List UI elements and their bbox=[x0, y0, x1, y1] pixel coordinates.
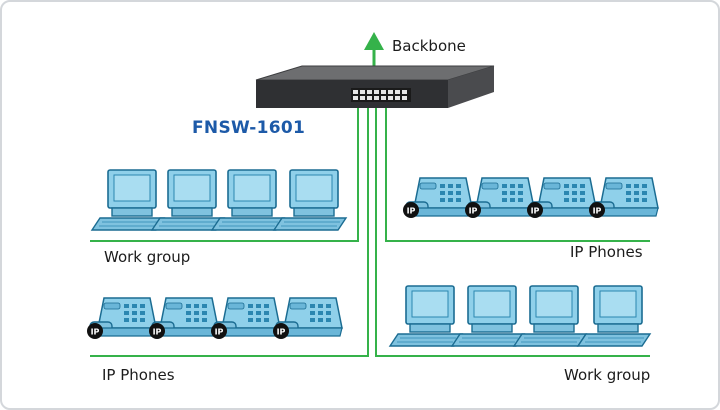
computer-group-bottom-right bbox=[389, 285, 651, 347]
ip-badge-text: IP bbox=[593, 207, 602, 216]
switch-model-label: FNSW-1601 bbox=[192, 118, 306, 138]
computer-group-top-left bbox=[91, 169, 347, 231]
network-switch-icon bbox=[255, 65, 495, 108]
ip-badge-text: IP bbox=[277, 328, 286, 337]
group-label-top-left: Work group bbox=[104, 248, 191, 266]
computer-icon bbox=[389, 285, 463, 347]
ip-badge-text: IP bbox=[407, 207, 416, 216]
link-bottom-right bbox=[375, 98, 650, 357]
computer-icon bbox=[151, 169, 225, 231]
ip-badge-text: IP bbox=[531, 207, 540, 216]
backbone-label: Backbone bbox=[392, 37, 466, 55]
ip-badge-text: IP bbox=[215, 328, 224, 337]
phone-group-bottom-left: IP IP IP IP bbox=[87, 297, 343, 339]
computer-icon bbox=[273, 169, 347, 231]
link-top-left bbox=[90, 98, 359, 242]
link-bottom-left bbox=[90, 98, 369, 357]
ip-badge-text: IP bbox=[469, 207, 478, 216]
ip-badge-text: IP bbox=[91, 328, 100, 337]
link-top-right bbox=[385, 98, 650, 242]
computer-icon bbox=[451, 285, 525, 347]
phone-group-top-right: IP IP IP IP bbox=[403, 177, 659, 218]
network-links bbox=[90, 98, 650, 357]
computer-icon bbox=[577, 285, 651, 347]
group-label-top-right: IP Phones bbox=[570, 243, 643, 261]
computer-icon bbox=[211, 169, 285, 231]
computer-icon bbox=[91, 169, 165, 231]
group-label-bottom-left: IP Phones bbox=[102, 366, 175, 384]
up-arrow-icon bbox=[364, 32, 384, 70]
computer-icon bbox=[513, 285, 587, 347]
ip-badge-text: IP bbox=[153, 328, 162, 337]
group-label-bottom-right: Work group bbox=[564, 366, 651, 384]
